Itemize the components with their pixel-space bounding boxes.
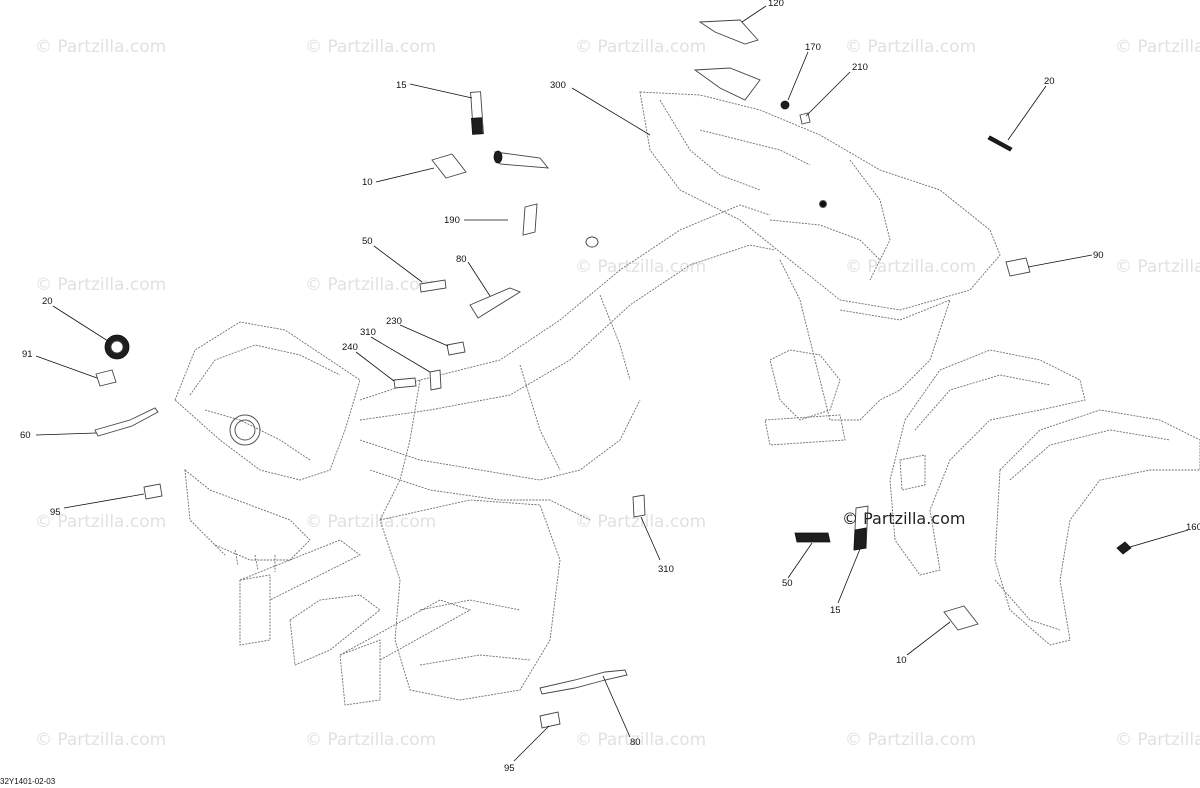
- callout-240: 240: [342, 342, 358, 353]
- callout-10: 10: [896, 655, 907, 666]
- clip-170: [780, 100, 790, 110]
- emblem-20-left-inner: [110, 340, 124, 354]
- visor-decal: [698, 19, 759, 45]
- callout-90: 90: [1093, 250, 1104, 261]
- watermark: © Partzilla.com: [35, 37, 166, 57]
- grip-300: [494, 151, 550, 169]
- leader-lines: [35, 5, 1189, 762]
- decal-10-bottom: [943, 605, 979, 631]
- callout-91: 91: [22, 349, 33, 360]
- watermark: © Partzilla.com: [575, 512, 706, 532]
- callout-95: 95: [504, 763, 515, 774]
- decal-10-top: [431, 153, 467, 179]
- callout-15: 15: [396, 80, 407, 91]
- callout-190: 190: [444, 215, 460, 226]
- callout-80: 80: [630, 737, 641, 748]
- watermark: © Partzilla.com: [845, 257, 976, 277]
- grip-end: [493, 150, 503, 164]
- decal-240: [393, 377, 417, 389]
- watermark-main: © Partzilla.com: [842, 509, 965, 528]
- watermark: © Partzilla.com: [845, 730, 976, 750]
- watermark: © Partzilla.com: [1115, 730, 1200, 750]
- callout-15: 15: [830, 605, 841, 616]
- diagram-reference: 32Y1401-02-03: [0, 777, 56, 786]
- watermark: © Partzilla.com: [305, 512, 436, 532]
- body-frame-drawing: [174, 91, 1200, 706]
- watermark: © Partzilla.com: [35, 275, 166, 295]
- visor-panel: [693, 67, 761, 101]
- callout-20: 20: [42, 296, 53, 307]
- decal-91: [95, 369, 117, 387]
- watermark: © Partzilla.com: [575, 37, 706, 57]
- decal-95-left: [143, 483, 163, 500]
- callout-210: 210: [852, 62, 868, 73]
- watermark: © Partzilla.com: [35, 512, 166, 532]
- watermark: © Partzilla.com: [35, 730, 166, 750]
- callout-60: 60: [20, 430, 31, 441]
- decal-190: [522, 203, 538, 236]
- callout-20: 20: [1044, 76, 1055, 87]
- watermark: © Partzilla.com: [1115, 37, 1200, 57]
- callout-310: 310: [658, 564, 674, 575]
- callout-10: 10: [362, 177, 373, 188]
- decal-80-top: [469, 287, 521, 319]
- decal-15-bottom-dark: [853, 527, 867, 551]
- watermark: © Partzilla.com: [305, 275, 436, 295]
- callout-170: 170: [805, 42, 821, 53]
- watermark: © Partzilla.com: [305, 37, 436, 57]
- decal-50-bottom: [794, 532, 831, 543]
- decal-50-top: [419, 279, 447, 293]
- emblem-20-right: [987, 135, 1013, 152]
- callout-300: 300: [550, 80, 566, 91]
- callout-230: 230: [386, 316, 402, 327]
- decals-and-small-parts: [94, 19, 1132, 729]
- decal-80-bottom: [539, 669, 628, 695]
- watermark: © Partzilla.com: [305, 730, 436, 750]
- callout-labels: 120 170 210 20 15 300 10 190 50 80 90 20…: [20, 0, 1200, 774]
- grommet: [585, 236, 599, 248]
- decal-310-top: [429, 369, 442, 391]
- clip-210: [799, 112, 811, 125]
- callout-50: 50: [782, 578, 793, 589]
- watermark-grid: © Partzilla.com © Partzilla.com © Partzi…: [35, 37, 1200, 750]
- clip-160: [1116, 541, 1132, 555]
- decal-95-bottom: [539, 711, 561, 729]
- watermark: © Partzilla.com: [575, 730, 706, 750]
- callout-160: 160: [1186, 522, 1200, 533]
- decal-310-bottom: [632, 494, 646, 518]
- watermark: © Partzilla.com: [1115, 257, 1200, 277]
- callout-310: 310: [360, 327, 376, 338]
- decal-15-top-dark: [471, 117, 483, 135]
- callout-95: 95: [50, 507, 61, 518]
- callout-80: 80: [456, 254, 467, 265]
- decal-60-left: [94, 407, 159, 437]
- callout-120: 120: [768, 0, 784, 9]
- decal-230: [446, 341, 466, 356]
- callout-50: 50: [362, 236, 373, 247]
- watermark: © Partzilla.com: [845, 37, 976, 57]
- decal-90: [1005, 257, 1031, 277]
- watermark: © Partzilla.com: [575, 257, 706, 277]
